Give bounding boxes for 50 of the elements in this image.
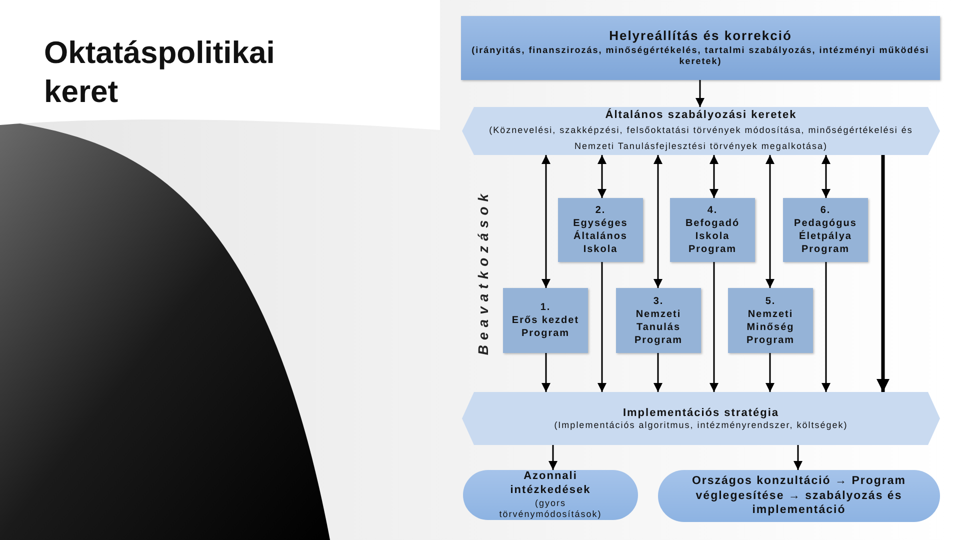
program-box [783,198,868,262]
program-number: 6. [820,204,831,217]
arrow [710,262,718,392]
heading-text: Implementációs stratégia [622,406,780,420]
arrow [766,155,774,288]
program-box [558,198,643,262]
arrow [654,353,662,392]
arrow [822,262,830,392]
arrow [654,155,662,288]
arrow [822,155,830,198]
arrow [876,155,890,392]
node-text: (Köznevelési, szakképzési, felsőoktatási törvények módosítása, minőségértékelési és Nemzeti Tanulásfejlesztési törvények megalkotása) [488,124,914,154]
rounded-box [463,470,638,520]
arrow [696,80,704,107]
program-box [503,288,588,353]
heading-text: Azonnali intézkedések [509,469,592,498]
node-text: Egységes Általános Iskola [572,217,629,256]
vertical-label: Beavatkozások [475,188,491,356]
node-text: Nemzeti Tanulás Program [633,308,684,346]
banner-shape [462,392,940,445]
program-box [728,288,813,353]
arrow [598,155,606,198]
program-box [616,288,701,353]
node-text: Nemzeti Minőség Program [745,308,796,346]
arrow [542,353,550,392]
node-text: (irányitás, finanszirozás, minőségértékelés, tartalmi szabályozás, intézményi működési keretek) [470,44,930,68]
arrow [598,262,606,392]
node-text: Erős kezdet Program [510,314,580,340]
header-box [461,16,940,80]
node-text: Pedagógus Életpálya Program [793,217,858,256]
node-text: (gyors törvénymódosítások) [498,498,603,521]
heading-text: Általános szabályozási keretek [605,108,797,122]
program-number: 4. [707,204,718,217]
arrow [794,445,802,470]
heading-text: Helyreállítás és korrekció [609,28,792,45]
arrow [548,445,558,470]
program-number: 3. [653,294,664,308]
arrow [710,155,718,198]
arrow [766,353,774,392]
slide-title: Oktatáspolitikai keret [44,34,276,111]
node-text: Országos konzultáció → Program véglegesítése → szabályozás és implementáció [690,474,908,518]
arrow [542,155,550,288]
banner-shape [462,107,940,155]
program-number: 2. [595,204,606,217]
node-text: Befogadó Iskola Program [684,217,741,256]
program-number: 1. [540,301,551,314]
node-text: (Implementációs algoritmus, intézményrendszer, költségek) [554,420,848,432]
program-number: 5. [765,294,776,308]
rounded-box [658,470,940,522]
program-box [670,198,755,262]
